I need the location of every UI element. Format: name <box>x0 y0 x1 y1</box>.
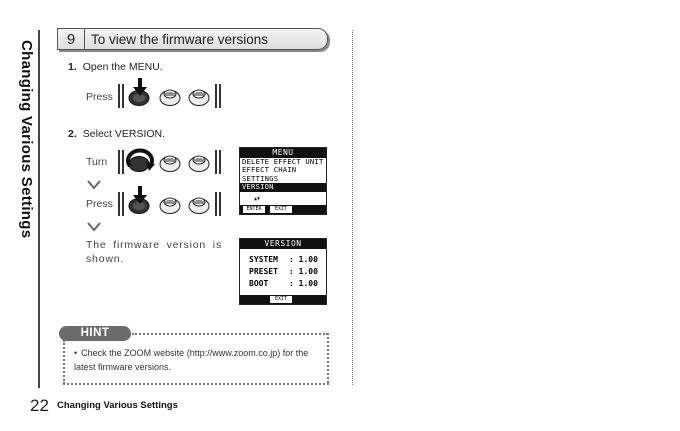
step-2: 2. Select VERSION. <box>68 128 165 140</box>
version-row: PRESET : 1.00 <box>240 266 326 278</box>
step-1: 1. Open the MENU. <box>68 61 163 73</box>
footswitch-panel-press-1 <box>118 78 222 110</box>
version-lcd-screen: VERSION SYSTEM : 1.00 PRESET : 1.00 BOOT : … <box>239 238 327 305</box>
softkey-enter: ENTER <box>243 206 265 213</box>
hint-border <box>63 383 329 385</box>
footswitch-icon <box>188 197 210 214</box>
footswitch-icon <box>128 90 150 106</box>
hint-border <box>63 340 65 384</box>
step-1-text: Open the MENU. <box>82 61 163 73</box>
menu-lcd-screen: MENU DELETE EFFECT UNIT EFFECT CHAIN SET… <box>239 147 327 215</box>
version-lcd-title: VERSION <box>240 239 326 249</box>
turn-arrow-icon <box>126 148 155 171</box>
step-2-number: 2. <box>68 128 77 140</box>
softkey-exit: EXIT <box>270 206 292 213</box>
step-2-press-label: Press <box>86 198 113 210</box>
version-row-label: PRESET <box>249 267 278 276</box>
version-lcd-footer: EXIT <box>240 295 326 304</box>
footswitch-icon <box>159 155 181 172</box>
softkey-exit: EXIT <box>270 296 292 303</box>
section-header: 9 To view the firmware versions <box>57 28 328 50</box>
menu-item: EFFECT CHAIN <box>242 165 297 175</box>
side-tab-title: Changing Various Settings <box>18 40 35 239</box>
menu-item: SETTINGS <box>242 173 279 183</box>
hint-badge: HINT <box>59 326 131 341</box>
column-divider <box>352 30 353 385</box>
footswitch-panel-press-2 <box>118 186 222 218</box>
bullet-icon: • <box>74 348 78 358</box>
press-arrow-icon <box>133 78 147 96</box>
page-number: 22 <box>30 396 49 415</box>
chevron-down-icon <box>87 222 101 232</box>
footswitch-icon <box>159 89 181 106</box>
updown-arrows-icon: ▲▼ <box>254 196 261 202</box>
step-2-result-text: The firmware version is shown. <box>86 239 222 265</box>
footswitch-icon <box>159 197 181 214</box>
press-arrow-icon <box>133 186 147 204</box>
menu-item: DELETE EFFECT UNIT <box>242 157 324 166</box>
hint-border <box>132 333 328 335</box>
footswitch-icon <box>128 198 150 214</box>
footswitch-icon <box>188 155 210 172</box>
step-1-number: 1. <box>68 61 77 73</box>
section-number: 9 <box>58 29 85 49</box>
hint-text: •Check the ZOOM website (http://www.zoom… <box>74 346 324 374</box>
menu-lcd-title: MENU <box>240 148 326 158</box>
version-row: SYSTEM : 1.00 <box>240 254 326 266</box>
version-row: BOOT : 1.00 <box>240 278 326 290</box>
step-2-text: Select VERSION. <box>82 128 166 140</box>
menu-lcd-footer: ENTER EXIT <box>240 205 326 214</box>
section-title: To view the firmware versions <box>91 31 269 47</box>
version-row-value: : 1.00 <box>289 267 318 276</box>
step-2-turn-label: Turn <box>86 156 108 168</box>
version-row-value: : 1.00 <box>289 279 318 288</box>
footswitch-panel-turn <box>118 148 222 176</box>
version-row-value: : 1.00 <box>289 255 318 264</box>
step-1-press-label: Press <box>86 91 113 103</box>
side-rule <box>38 30 40 388</box>
hint-body: Check the ZOOM website (http://www.zoom.… <box>74 348 309 372</box>
footswitch-icon <box>188 89 210 106</box>
footer-title: Changing Various Settings <box>57 400 178 411</box>
version-row-label: BOOT <box>249 279 269 288</box>
chevron-down-icon <box>87 180 101 190</box>
hint-border <box>327 333 329 383</box>
menu-item-selected: VERSION <box>240 182 326 192</box>
version-row-label: SYSTEM <box>249 255 278 264</box>
